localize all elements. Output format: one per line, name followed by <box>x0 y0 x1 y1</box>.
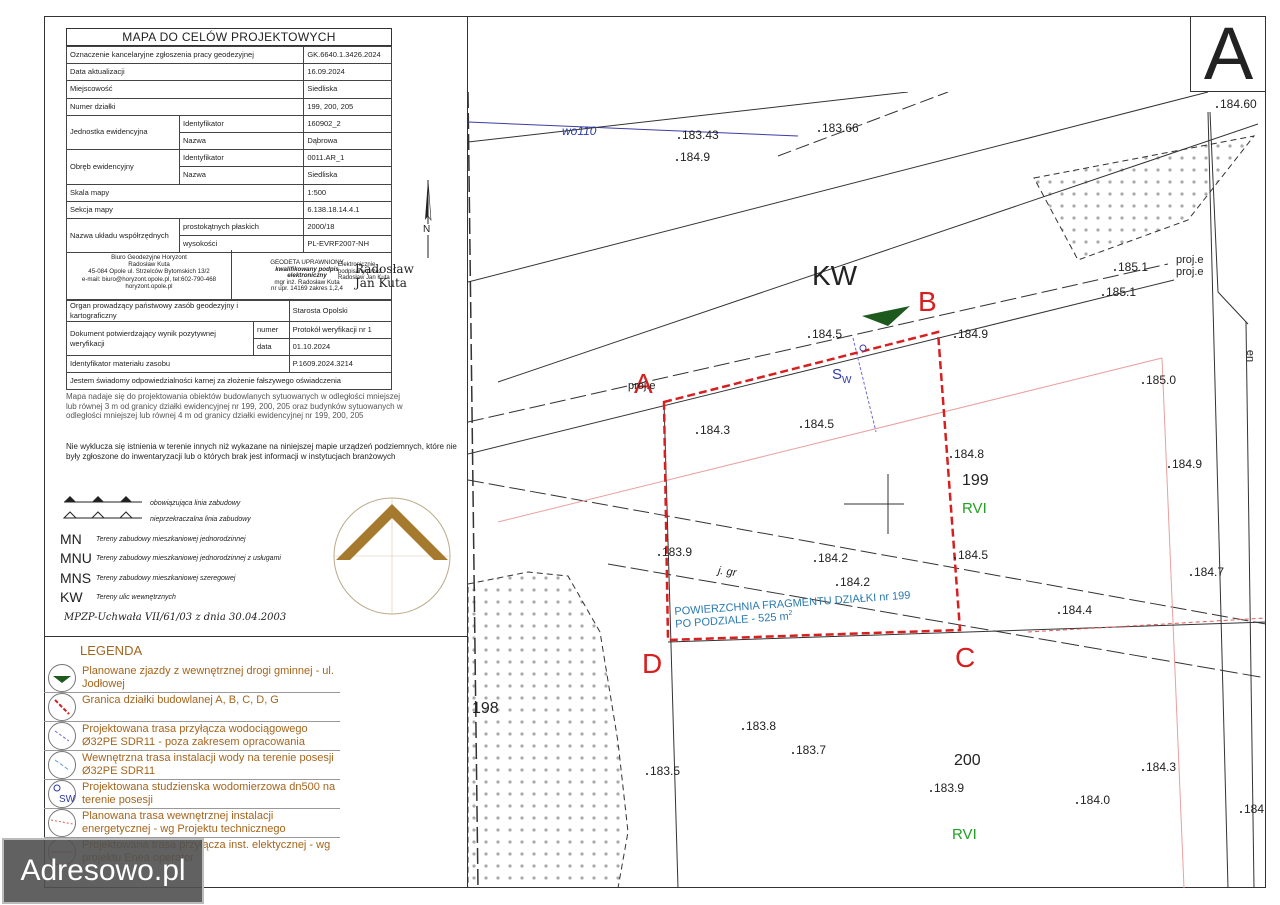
elevation-label: 183.8 <box>741 719 777 733</box>
note-urzadzenia: Nie wyklucza się istnienia w terenie inn… <box>66 442 457 461</box>
legend-item: SW Projektowana studzienska wodomierzowa… <box>44 779 340 809</box>
elevation-label: 183.5 <box>645 764 681 778</box>
proj-label: proj.e <box>628 380 656 392</box>
elevation-label: 184.4 <box>1057 603 1093 617</box>
map-frame <box>44 16 1266 888</box>
legend-item: Planowana trasa wewnętrznej instalacji e… <box>44 808 340 838</box>
meta-row: Jestem świadomy odpowiedzialności karnej… <box>66 372 392 390</box>
legend-item: Projektowana trasa przyłącza wodociągowe… <box>44 721 340 751</box>
meta-row: Oznaczenie kancelaryjne zgłoszenia pracy… <box>65 45 392 65</box>
signature-name: Radosław Jan Kuta <box>355 262 414 290</box>
proj-label: proj.e <box>1176 254 1204 266</box>
legend-item: Planowane zjazdy z wewnętrznej drogi gmi… <box>44 663 340 693</box>
elevation-label: 185.1 <box>1113 260 1149 274</box>
elevation-label: 184.8 <box>949 447 985 461</box>
driveway-icon <box>48 664 76 692</box>
elevation-label: 184.9 <box>953 327 989 341</box>
elevation-label: 183.7 <box>791 743 827 757</box>
elevation-label: 184.0 <box>1075 793 1111 807</box>
water-meter-well-icon: SW <box>48 780 76 808</box>
elevation-label: 184.2 <box>835 575 871 589</box>
compass-emblem-icon <box>333 497 451 615</box>
proj-label: proj.e <box>1176 266 1204 278</box>
elevation-label: 184.5 <box>953 548 989 562</box>
parcel-198-label: 198 <box>472 700 499 717</box>
elevation-label: 183.9 <box>657 545 693 559</box>
mpzp-uchwala: MPZP-Uchwała VII/61/03 z dnia 30.04.2003 <box>64 612 287 623</box>
water-meter-well-label: SW <box>832 366 852 386</box>
metadata-table: Oznaczenie kancelaryjne zgłoszenia pracy… <box>65 45 392 254</box>
elevation-label: 184.60 <box>1216 97 1257 111</box>
elevation-label: 184.2 <box>813 551 849 565</box>
water-installation-icon <box>48 751 76 779</box>
corner-a-label: A <box>634 368 653 399</box>
legend-title: LEGENDA <box>80 643 143 658</box>
sheet-letter: A <box>1190 16 1266 92</box>
rvi-label: RVI <box>952 826 977 843</box>
elevation-label: 184.7 <box>1189 565 1225 579</box>
elevation-label: 184.9 <box>1167 457 1203 471</box>
verification-table: Organ prowadzący państwowy zasób geodezy… <box>66 300 393 390</box>
svg-text:SW: SW <box>59 794 75 805</box>
elevation-label: 184.9 <box>675 150 711 164</box>
elevation-label: 183.9 <box>929 781 965 795</box>
geodeta-stamp: GEODETA UPRAWNIONY kwalifikowany podpis … <box>270 259 344 292</box>
energy-installation-icon <box>48 809 76 837</box>
en-label: en <box>1244 349 1257 363</box>
meta-row: Organ prowadzący państwowy zasób geodezy… <box>66 300 393 322</box>
survey-map <box>468 92 1266 888</box>
elevation-label: 184.3 <box>1141 760 1177 774</box>
electronic-signature-note: Elektronicznie podpisany przez Radosław … <box>338 262 390 281</box>
meta-row: Dokument potwierdzający wynik pozytywnej… <box>66 321 393 356</box>
signature-row: Biuro Geodezyjne Horyzont Radosław Kuta … <box>66 250 414 300</box>
legend-item: Wewnętrzna trasa instalacji wody na tere… <box>44 750 340 780</box>
corner-d-label: D <box>642 648 663 679</box>
north-label: N <box>423 224 431 235</box>
parcel-200-label: 200 <box>954 752 981 769</box>
elevation-label: 183.66 <box>818 121 859 135</box>
elevation-label: 185.0 <box>1141 373 1177 387</box>
elevation-label: 184 <box>1239 802 1265 816</box>
water-connection-icon <box>48 722 76 750</box>
kw-label: KW <box>812 260 858 291</box>
note-projektowanie: Mapa nadaje się do projektowania obiektó… <box>66 392 403 420</box>
water-line-label: wo110 <box>562 124 597 138</box>
elevation-label: 185.1 <box>1101 285 1137 299</box>
boundary-line-icon <box>48 693 76 721</box>
jgr-label: j. gr <box>717 564 738 580</box>
watermark-logo: Adresowo.pl <box>2 838 204 904</box>
building-line-symbols <box>62 496 142 519</box>
divider <box>231 250 232 299</box>
rvi-label: RVI <box>962 500 987 517</box>
info-panel <box>44 16 468 888</box>
legend-item: Granica działki budowlanej A, B, C, D, G <box>44 692 340 722</box>
biuro-block: Biuro Geodezyjne Horyzont Radosław Kuta … <box>81 254 217 290</box>
elevation-label: 184.3 <box>695 423 731 437</box>
corner-c-label: C <box>955 642 976 673</box>
elevation-label: 184.5 <box>807 327 843 341</box>
parcel-199-label: 199 <box>962 472 989 489</box>
elevation-label: 183.43 <box>678 128 719 142</box>
map-title: MAPA DO CELÓW PROJEKTOWYCH <box>66 28 392 46</box>
corner-b-label: B <box>918 286 937 317</box>
elevation-label: 184.5 <box>799 417 835 431</box>
north-arrow-icon <box>425 180 432 258</box>
